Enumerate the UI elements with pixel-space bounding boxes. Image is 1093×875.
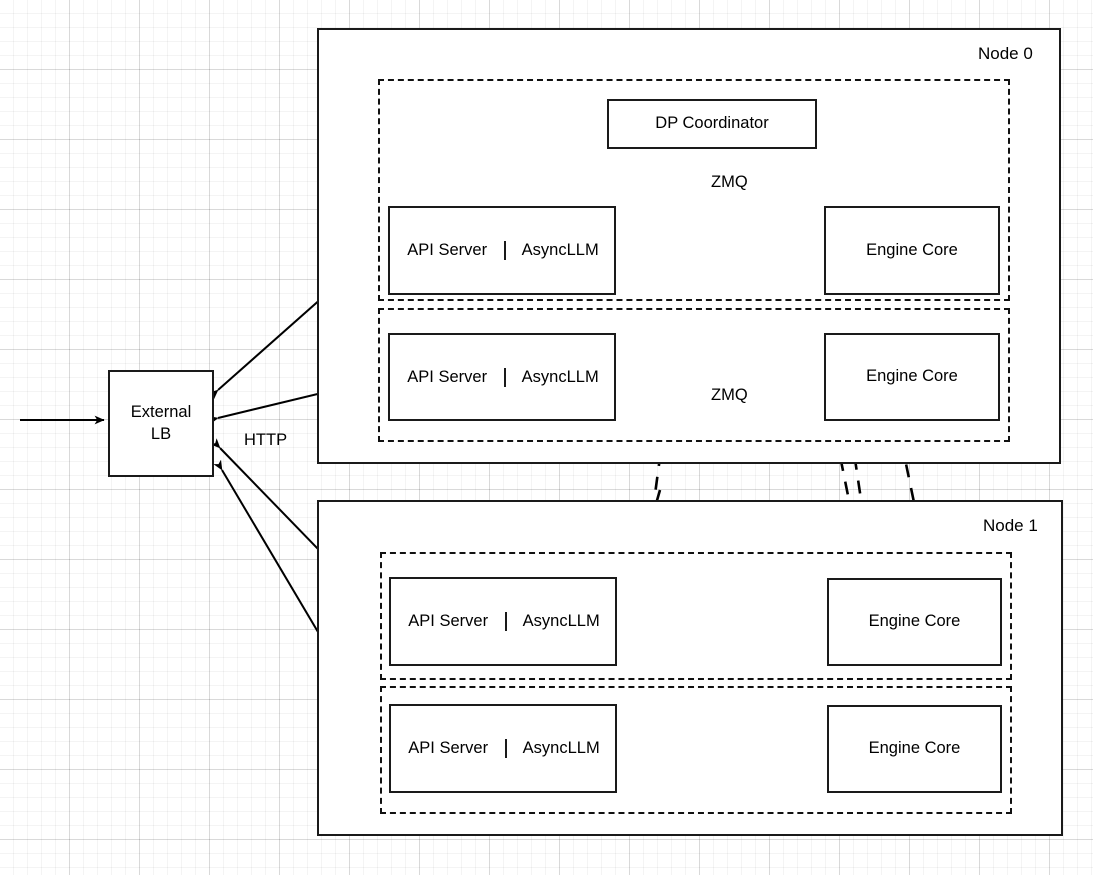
- zmq-label-n0-top: ZMQ: [711, 173, 748, 191]
- api-server-box-n0r1[interactable]: API Server AsyncLLM: [388, 333, 616, 421]
- rank-group-n1r0: [380, 552, 1012, 680]
- api-server-box-n1r0[interactable]: API Server AsyncLLM: [389, 577, 617, 666]
- api-server-box-n0r0[interactable]: API Server AsyncLLM: [388, 206, 616, 295]
- api-server-label-n0r0: API Server: [390, 241, 507, 260]
- dp-coordinator-box[interactable]: DP Coordinator: [607, 99, 817, 149]
- engine-core-label-n0r1: Engine Core: [866, 367, 958, 386]
- http-label: HTTP: [244, 431, 288, 449]
- api-server-label-n1r1: API Server: [391, 739, 508, 758]
- engine-core-label-n1r1: Engine Core: [868, 739, 961, 758]
- asyncllm-label-n0r0: AsyncLLM: [521, 241, 599, 259]
- engine-core-label-n0r0: Engine Core: [866, 240, 958, 259]
- engine-core-label-n1r0: Engine Core: [868, 612, 961, 631]
- zmq-label-n0-bottom: ZMQ: [711, 386, 748, 404]
- node-title-0: Node 0: [978, 44, 1033, 63]
- api-server-box-n1r1[interactable]: API Server AsyncLLM: [389, 704, 617, 793]
- engine-core-box-n0r1[interactable]: Engine Core: [824, 333, 1000, 421]
- rank-group-n0r1: [378, 308, 1010, 442]
- api-server-label-n0r1: API Server: [390, 367, 507, 387]
- asyncllm-label-n0r1: AsyncLLM: [521, 367, 599, 386]
- engine-core-box-n1r1[interactable]: Engine Core: [827, 705, 1002, 793]
- node-title-1: Node 1: [983, 516, 1038, 535]
- asyncllm-label-n1r1: AsyncLLM: [522, 739, 600, 757]
- dp-coordinator-label: DP Coordinator: [655, 114, 769, 133]
- external-lb-box[interactable]: External LB: [108, 370, 214, 477]
- engine-core-box-n1r0[interactable]: Engine Core: [827, 578, 1002, 666]
- api-server-label-n1r0: API Server: [391, 612, 508, 631]
- engine-core-box-n0r0[interactable]: Engine Core: [824, 206, 1000, 295]
- external-lb-label: External LB: [130, 403, 192, 443]
- rank-group-n0r0: [378, 79, 1010, 301]
- asyncllm-label-n1r0: AsyncLLM: [522, 612, 600, 630]
- rank-group-n1r1: [380, 686, 1012, 814]
